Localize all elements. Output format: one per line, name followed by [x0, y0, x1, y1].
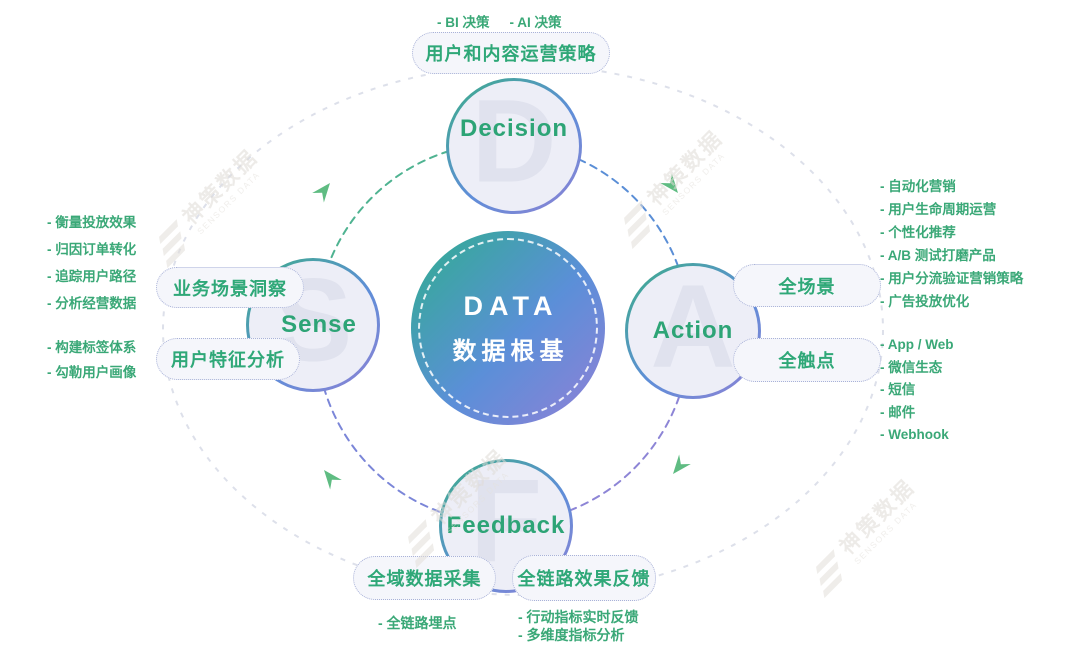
feedback-collect-bullets: - 全链路埋点	[378, 610, 457, 637]
action-pill-touch: 全触点	[733, 338, 881, 382]
bullet-item: - 微信生态	[880, 359, 943, 375]
bullet-item: - 用户分流验证营销策略	[880, 271, 1024, 286]
bullet-item: - 勾勒用户画像	[47, 365, 137, 380]
center-dashed-ring	[418, 238, 598, 418]
feedback-pill-collect: 全域数据采集	[353, 556, 496, 600]
bullet-item: - Webhook	[880, 427, 949, 442]
sense-profile-bullets: - 构建标签体系 - 勾勒用户画像	[47, 335, 136, 385]
bullet-item: - 用户生命周期运营	[880, 202, 997, 217]
decision-letter-watermark: D	[471, 81, 557, 208]
sense-label: Sense	[281, 311, 357, 338]
decision-bullets: - BI 决策 - AI 决策	[437, 9, 562, 36]
outer-orbit-ring	[162, 64, 884, 596]
flow-arrow-icon	[660, 173, 678, 193]
bullet-item: - 短信	[880, 382, 916, 397]
action-node: A Action	[625, 263, 761, 399]
bullet-item: - 构建标签体系	[47, 340, 137, 355]
sense-pill-insight: 业务场景洞察	[156, 267, 304, 308]
decision-pill: 用户和内容运营策略	[412, 32, 610, 74]
bullet-item: - BI 决策	[437, 15, 490, 30]
decision-node: D Decision	[446, 78, 582, 214]
bullet-item: - 多维度指标分析	[518, 627, 625, 643]
bullet-item: - 个性化推荐	[880, 225, 956, 240]
flow-arrow-icon	[673, 454, 691, 474]
bullet-item: - 分析经营数据	[47, 296, 137, 311]
bullet-item: - 行动指标实时反馈	[518, 609, 639, 625]
feedback-effect-bullets: - 行动指标实时反馈 - 多维度指标分析	[518, 608, 639, 644]
flow-arrow-icon	[312, 183, 330, 203]
feedback-pill-effect: 全链路效果反馈	[512, 555, 656, 601]
flow-arrow-icon	[324, 470, 342, 490]
bullet-item: - 归因订单转化	[47, 242, 137, 257]
bullet-item: - App / Web	[880, 337, 954, 352]
bullet-item: - AI 决策	[509, 15, 562, 30]
decision-label: Decision	[459, 115, 569, 142]
bullet-item: - 全链路埋点	[378, 615, 457, 631]
bullet-item: - A/B 测试打磨产品	[880, 248, 996, 263]
sense-insight-bullets: - 衡量投放效果 - 归因订单转化 - 追踪用户路径 - 分析经营数据	[47, 209, 136, 317]
action-label: Action	[652, 317, 734, 344]
action-scene-bullets: - 自动化营销 - 用户生命周期运营 - 个性化推荐 - A/B 测试打磨产品 …	[880, 175, 1023, 313]
feedback-label: Feedback	[446, 512, 566, 539]
sense-pill-profile: 用户特征分析	[156, 338, 300, 380]
center-data-circle: DATA 数据根基	[411, 231, 605, 425]
bullet-item: - 追踪用户路径	[47, 269, 137, 284]
action-letter-watermark: A	[650, 266, 736, 393]
action-touch-bullets: - App / Web - 微信生态 - 短信 - 邮件 - Webhook	[880, 334, 954, 447]
action-pill-scene: 全场景	[733, 264, 881, 307]
bullet-item: - 自动化营销	[880, 179, 956, 194]
bullet-item: - 衡量投放效果	[47, 215, 137, 230]
decision-node-body: D Decision	[449, 81, 579, 211]
bullet-item: - 邮件	[880, 404, 916, 420]
bullet-item: - 广告投放优化	[880, 294, 970, 309]
